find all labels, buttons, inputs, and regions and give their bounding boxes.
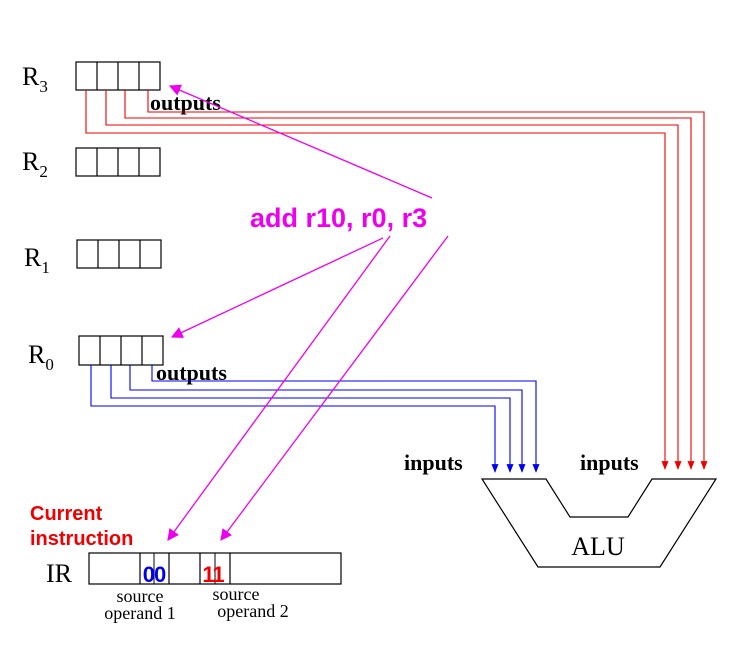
register-r3-label: R3 — [22, 62, 48, 96]
register-r1-label: R1 — [24, 243, 50, 277]
r3-outputs-label: outputs — [150, 90, 221, 115]
register-r0-label: R0 — [28, 340, 54, 374]
instruction-register: Current instruction IR 00 11 source oper… — [30, 503, 342, 623]
ir-operand1-bits: 00 — [143, 562, 166, 587]
instruction-pointer-arrows — [167, 84, 449, 541]
arrow-to-r3 — [168, 84, 433, 199]
r0-output-wires — [90, 365, 540, 473]
arrow-to-operand2 — [220, 235, 449, 541]
current-instruction-label-line1: Current — [30, 503, 103, 525]
ir-label: IR — [46, 559, 73, 588]
register-r1: R1 — [24, 239, 162, 277]
instruction-text: add r10, r0, r3 — [250, 203, 427, 233]
r3-output-wires — [85, 90, 708, 470]
current-instruction-label-line2: instruction — [30, 528, 133, 550]
alu-shape — [480, 478, 718, 568]
ir-operand2-bits: 11 — [202, 562, 224, 587]
arrow-to-r0 — [170, 237, 384, 338]
source-operand1-label-line2: operand 1 — [104, 603, 175, 623]
source-operand1-label-line1: source — [117, 586, 164, 606]
arrow-to-operand1 — [167, 235, 391, 541]
source-operand2-label-line1: source — [213, 584, 260, 604]
alu-label: ALU — [571, 532, 625, 561]
alu-left-inputs-label: inputs — [404, 450, 463, 475]
register-r0: R0 outputs — [28, 335, 227, 385]
register-r3: R3 outputs — [22, 61, 221, 115]
register-r2: R2 — [22, 147, 161, 181]
alu-right-inputs-label: inputs — [580, 450, 639, 475]
register-r2-label: R2 — [22, 147, 48, 181]
alu: ALU inputs inputs — [404, 450, 718, 568]
source-operand2-label-line2: operand 2 — [217, 601, 288, 621]
